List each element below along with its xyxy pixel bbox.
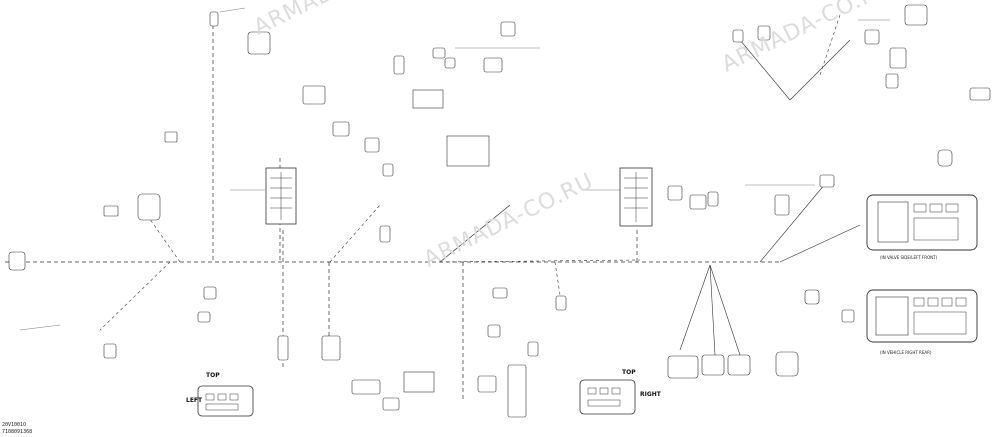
branch-line — [554, 261, 561, 296]
orientation-label-right: RIGHT — [640, 391, 661, 398]
orientation-label-top: TOP — [206, 372, 220, 379]
cluster-connector-left — [197, 385, 254, 417]
module-caption: (IN VEHICLE RIGHT REAR) — [880, 350, 932, 355]
connector-components — [8, 4, 991, 418]
cluster-connector-center — [579, 379, 636, 415]
branch-line — [439, 204, 511, 263]
branch-line — [779, 224, 861, 263]
branch-line — [709, 264, 741, 356]
control-module-lower — [866, 289, 978, 343]
figure-code: 7108091368 — [2, 429, 33, 435]
module-caption: (IN VALVE SIDE/LEFT FRONT) — [880, 255, 938, 260]
label-leaders — [19, 7, 890, 331]
branch-line — [789, 39, 851, 101]
branch-line — [739, 39, 791, 101]
orientation-label-left: LEFT — [186, 397, 203, 404]
fuse-box-left — [265, 167, 297, 225]
branch-line — [99, 261, 171, 331]
branch-line — [679, 264, 711, 351]
branch-line — [709, 264, 716, 356]
branch-line — [819, 14, 841, 76]
branch-line — [329, 204, 381, 263]
control-module-upper — [866, 194, 978, 251]
fuse-box-center — [619, 167, 653, 227]
branch-line — [759, 177, 831, 263]
orientation-label-top: TOP — [622, 369, 636, 376]
figure-code: 20V1001O — [2, 422, 27, 428]
